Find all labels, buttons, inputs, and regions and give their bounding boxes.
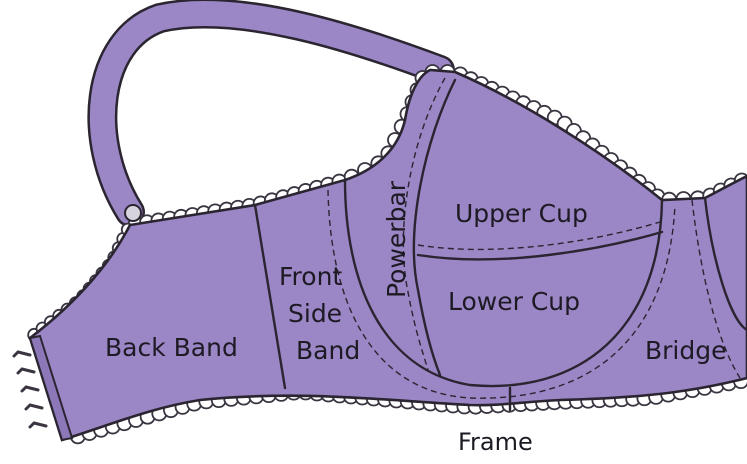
- seam-back-band: [253, 203, 287, 390]
- hook-eye-tape: [28, 334, 74, 442]
- label-back-band: Back Band: [105, 333, 238, 362]
- strap-ring: [124, 204, 142, 222]
- label-bridge: Bridge: [645, 336, 727, 365]
- seam-powerbar: [412, 78, 457, 377]
- labels: Back Band Front Side Band Powerbar Upper…: [105, 180, 727, 456]
- label-powerbar: Powerbar: [382, 180, 411, 298]
- fabric-panel: [28, 68, 747, 442]
- label-lower-cup: Lower Cup: [448, 287, 580, 316]
- stitch-cup: [417, 221, 661, 251]
- label-front-side-band-line1: Front: [279, 262, 342, 291]
- seam-frame: [343, 178, 664, 388]
- shoulder-strap: [87, 0, 455, 227]
- stitch-bridge: [691, 199, 741, 379]
- label-upper-cup: Upper Cup: [455, 199, 588, 228]
- label-front-side-band-line3: Band: [296, 336, 360, 365]
- seam-cup: [416, 230, 664, 261]
- stitch-frame: [327, 189, 676, 399]
- seam-bridge: [703, 196, 747, 332]
- bra-body: [12, 68, 747, 442]
- stitch-powerbar: [402, 77, 446, 371]
- hooks: [12, 350, 48, 429]
- label-front-side-band-line2: Side: [288, 299, 342, 328]
- label-frame: Frame: [458, 428, 533, 456]
